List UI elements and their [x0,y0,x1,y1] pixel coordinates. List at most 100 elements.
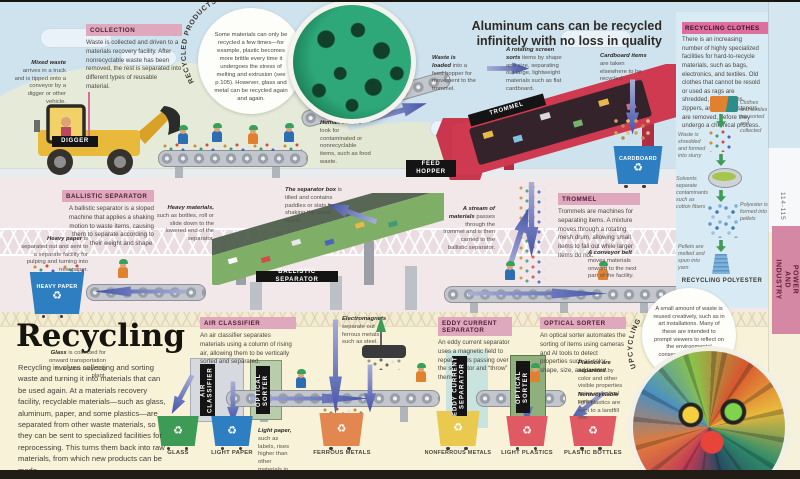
polyester-pellets-illustration [706,204,738,238]
worker-figure [248,125,258,144]
conveyor-leg [272,166,280,178]
sidebar-step-label: Solvents separate contaminants such as c… [676,176,709,211]
stream-callout: A stream of materials passes through the… [443,206,495,251]
optical-body: An optical sorter automates the sorting … [540,332,626,375]
upcycling-arc-label: UPCYCLING [627,317,642,369]
worker-figure [530,363,540,382]
light-paper-bin-label: LIGHT PAPER [211,450,253,456]
optical-info-box: OPTICAL SORTER An optical sorter automat… [540,317,626,376]
factory-floor [0,168,768,179]
optical-sorter-machine-label: OPTICAL SORTER [256,366,270,414]
paper-pile [32,264,84,274]
collection-body: Waste is collected and driven to a mater… [86,39,182,90]
machine-pillar [330,276,342,310]
recycle-icon: ♻ [336,423,347,435]
light-paper-bin: ♻ [210,416,254,450]
worker-figure [212,123,222,142]
page-edge-divider [768,0,769,472]
page-edge-strip [768,0,800,148]
ferrous-metals-bin-label: FERROUS METALS [313,450,371,456]
recycled-products-circle: Some materials can only be recycled a fe… [198,8,304,114]
recycle-icon: ♻ [588,424,598,437]
section-tab-label: POWER AND INDUSTRY [774,259,799,301]
ballistic-info-box: BALLISTIC SEPARATOR A ballistic separato… [62,190,154,249]
flow-arrow [468,288,608,299]
yarn-spool-illustration [712,254,730,274]
cloud-illustration [560,30,632,48]
recycle-icon: ♻ [227,424,237,437]
cardboard-bin: CARDBOARD ♻ [612,146,664,188]
sidebar-step-label: Pellets are melted and spun into yarn [678,244,705,272]
recycle-icon: ♻ [453,422,463,434]
cardboard-pieces [612,118,652,142]
page-top-edge [0,0,800,2]
collection-header: COLLECTION [86,24,182,36]
waste-on-belt [162,143,302,151]
svg-text:RECYCLED PRODUCTS: RECYCLED PRODUCTS [181,0,218,84]
plastics-separated-callout: Plastics are separated by color and othe… [578,360,623,405]
plastic-bottles-bin: ♻ [568,416,618,450]
rotating-screen-callout: A rotating screen sorts items by shape a… [506,47,562,92]
trommel-info-box: TROMMEL Trommels are machines for separa… [558,193,640,261]
human-sorters-callout: Human sorters look for contaminated or n… [320,120,371,165]
nonferrous-metals-bin: ♻ [435,411,481,450]
feed-hopper-label: FEED HOPPER [406,160,456,177]
worker-figure [284,123,294,142]
worker-figure [505,261,515,280]
recycling-polyester-caption: RECYCLING POLYESTER [681,278,763,284]
mixed-waste-callout: Mixed waste arrives in a truck and is ti… [14,60,66,105]
crushed-green-bottles-photo [288,0,416,124]
headline: Aluminum cans can be recycled infinitely… [471,19,662,48]
heavy-paper-bin: HEAVY PAPER ♻ [28,272,86,318]
worker-figure [118,259,128,278]
ballistic-body: A ballistic separator is a sloped machin… [69,205,154,248]
sidebar-step-label: Polyester is formed into pellets [740,202,768,223]
plastic-bottles-bin-label: PLASTIC BOTTLES [564,450,622,456]
glass-bin: ♻ [156,416,200,450]
conveyor-leg [175,166,183,178]
solvent-dish-illustration [708,168,742,188]
optical-header: OPTICAL SORTER [540,317,626,329]
conveyor-leg [470,301,478,313]
cardboard-items-callout: Cardboard items are taken elsewhere to b… [600,53,647,83]
worker-figure [598,261,608,280]
waste-loaded-callout: Waste is loaded into a feed hopper for m… [432,55,476,93]
down-arrow-icon [716,154,726,166]
ballistic-machine-label: BALLISTIC SEPARATOR [256,269,338,283]
magnet-chain [380,330,382,346]
heavy-materials-callout: Heavy materials, such as bottles, roll o… [156,205,214,243]
ballistic-header: BALLISTIC SEPARATOR [62,190,154,202]
electromagnets-callout: Electromagnets separate out ferrous meta… [342,316,387,346]
light-plastics-bin: ♻ [505,416,549,450]
sidebar-step-label: Waste is shredded and formed into slurry [678,132,706,160]
metal-scrap-pile [322,407,364,415]
light-plastics-bin-label: LIGHT PLASTICS [501,450,553,456]
conveyor-leg [640,301,648,313]
flow-arrow [487,62,529,75]
cloud-illustration [120,50,177,66]
page-edge-strip [768,148,800,232]
eddy-body: An eddy current separator uses a magneti… [438,339,510,382]
ferrous-metals-bin: ♻ [318,413,365,450]
collection-leader-line [88,92,90,140]
conveyor-leg [560,301,568,313]
down-arrow-icon [716,114,726,128]
digger-label: DIGGER [52,136,98,147]
worker-figure [178,125,188,144]
clothes-pile-illustration [710,96,738,112]
down-arrow-icon [716,190,726,202]
recycled-products-arc-label: RECYCLED PRODUCTS [181,0,218,84]
collection-info-box: COLLECTION Waste is collected and driven… [86,24,182,92]
sorting-conveyor [158,150,308,167]
recycled-products-text: Some materials can only be recycled a fe… [214,32,288,102]
air-classifier-header: AIR CLASSIFIER [200,317,296,329]
eddy-machine-label: EDDY CURRENT SEPARATOR [452,356,467,416]
page-title: Recycling [16,318,186,354]
trommel-body: Trommels are machines for separating ite… [558,208,634,259]
heavy-paper-bin-label: HEAVY PAPER [36,283,78,290]
machine-pillar [405,266,417,310]
down-arrow-icon [716,240,726,252]
magnet-hook-icon [376,316,386,332]
conveyor-leg [400,406,408,422]
